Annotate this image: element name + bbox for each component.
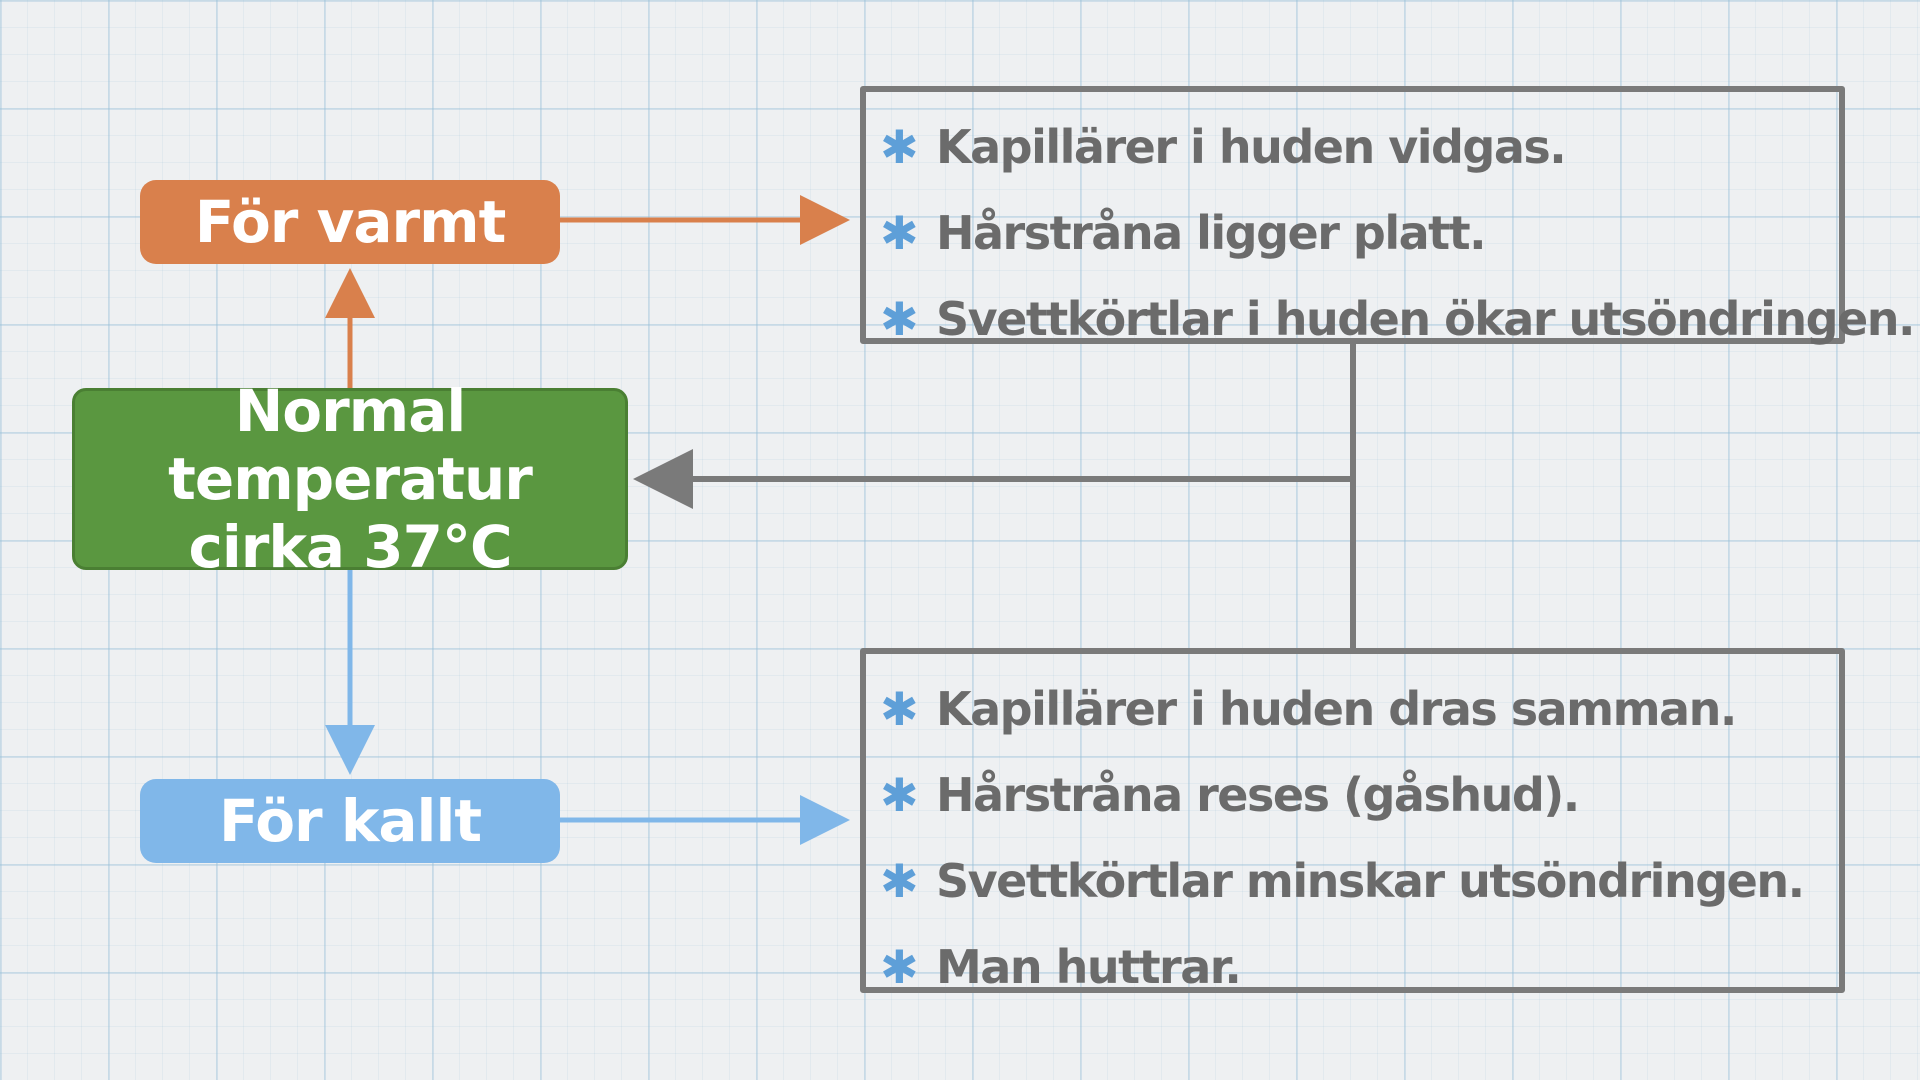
cold-effects-box: ✱ Kapillärer i huden dras samman. ✱ Hårs… [860, 648, 1845, 994]
node-too-cold-label: För kallt [218, 787, 482, 855]
effect-text: Man huttrar. [936, 940, 1242, 994]
list-item: ✱ Man huttrar. [880, 924, 1839, 1010]
effect-text: Kapillärer i huden vidgas. [936, 120, 1567, 174]
list-item: ✱ Svettkörtlar minskar utsöndringen. [880, 838, 1839, 924]
asterisk-icon: ✱ [880, 682, 919, 736]
node-normal-temperature: Normal temperatur cirka 37°C [72, 377, 628, 581]
asterisk-icon: ✱ [880, 206, 919, 260]
list-item: ✱ Hårstråna ligger platt. [880, 190, 1839, 276]
effect-text: Svettkörtlar i huden ökar utsöndringen. [936, 292, 1915, 346]
list-item: ✱ Kapillärer i huden vidgas. [880, 104, 1839, 190]
node-too-warm: För varmt [140, 180, 560, 264]
asterisk-icon: ✱ [880, 854, 919, 908]
node-normal-line1: Normal temperatur [168, 377, 533, 513]
warm-effects-box: ✱ Kapillärer i huden vidgas. ✱ Hårstråna… [860, 86, 1915, 346]
effect-text: Kapillärer i huden dras samman. [936, 682, 1737, 736]
list-item: ✱ Hårstråna reses (gåshud). [880, 752, 1839, 838]
asterisk-icon: ✱ [880, 292, 919, 346]
node-too-cold: För kallt [140, 779, 560, 863]
list-item: ✱ Kapillärer i huden dras samman. [880, 666, 1839, 752]
effect-text: Hårstråna ligger platt. [936, 206, 1487, 260]
asterisk-icon: ✱ [880, 940, 919, 994]
node-normal-line2: cirka 37°C [188, 513, 512, 581]
effect-text: Svettkörtlar minskar utsöndringen. [936, 854, 1805, 908]
effect-text: Hårstråna reses (gåshud). [936, 768, 1580, 822]
node-too-warm-label: För varmt [194, 188, 507, 256]
asterisk-icon: ✱ [880, 768, 919, 822]
list-item: ✱ Svettkörtlar i huden ökar utsöndringen… [880, 276, 1915, 362]
asterisk-icon: ✱ [880, 120, 919, 174]
